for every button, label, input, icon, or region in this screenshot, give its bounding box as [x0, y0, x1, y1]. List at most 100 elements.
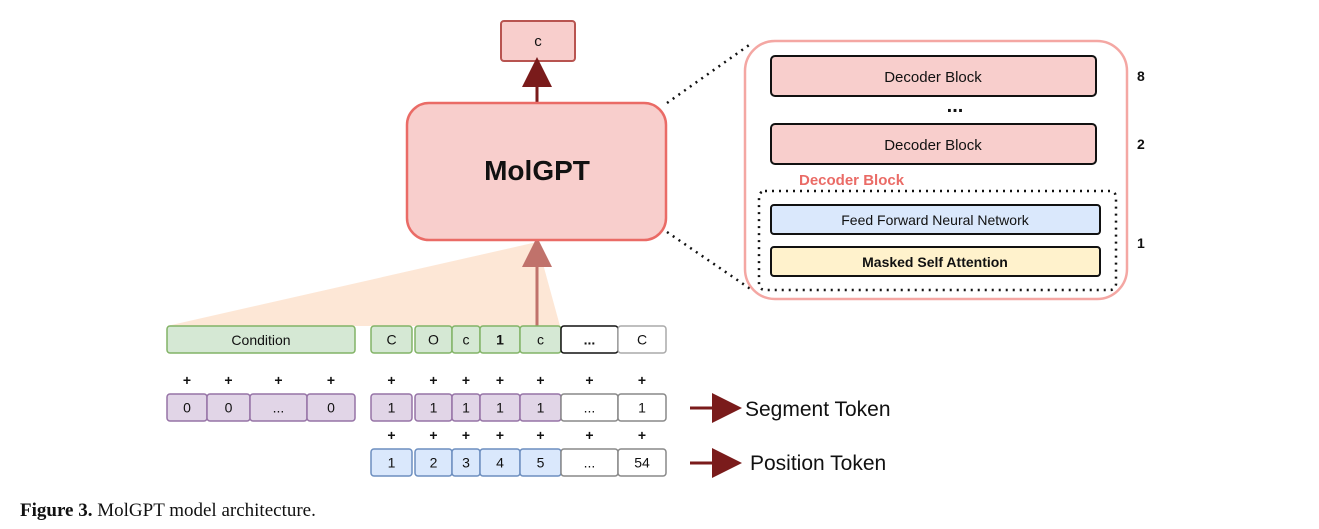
- decoder-block-2: Decoder Block: [770, 123, 1097, 165]
- output-token-label: c: [534, 33, 542, 50]
- position-token-text: 2: [430, 455, 438, 471]
- segment-token-text: 0: [225, 400, 233, 416]
- plus-sign: +: [327, 372, 335, 388]
- caption-label: Figure 3.: [20, 500, 93, 521]
- output-token: c: [500, 20, 576, 62]
- plus-sign: +: [429, 372, 437, 388]
- ffnn-label: Feed Forward Neural Network: [841, 212, 1030, 228]
- position-token-text: 3: [462, 455, 470, 471]
- smiles-token-text: 1: [496, 332, 504, 348]
- smiles-token: O: [414, 325, 453, 354]
- position-token: 5: [519, 448, 562, 477]
- segment-token: 1: [479, 393, 521, 422]
- segment-token: ...: [249, 393, 308, 422]
- segment-token: 0: [166, 393, 208, 422]
- zoom-connector-top: [666, 41, 753, 105]
- position-token-label: Position Token: [750, 452, 886, 475]
- ffnn-layer: Feed Forward Neural Network: [770, 204, 1101, 235]
- plus-sign: +: [387, 372, 395, 388]
- smiles-token-text: c: [537, 332, 544, 348]
- smiles-token: c: [451, 325, 481, 354]
- plus-sign: +: [183, 372, 191, 388]
- segment-token-text: 1: [430, 400, 438, 416]
- plus-sign: +: [224, 372, 232, 388]
- segment-token: 1: [451, 393, 481, 422]
- smiles-token: 1: [479, 325, 521, 354]
- segment-token: 1: [617, 393, 667, 422]
- plus-row: + + + + + + + + + + +: [183, 372, 646, 388]
- molgpt-box: MolGPT: [405, 101, 668, 242]
- smiles-token: C: [617, 325, 667, 354]
- position-token: 54: [617, 448, 667, 477]
- decoder-block-label: Decoder Block: [884, 69, 982, 86]
- segment-token: 1: [519, 393, 562, 422]
- segment-token-text: 1: [496, 400, 504, 416]
- plus-sign: +: [585, 427, 593, 443]
- figure-caption: Figure 3. MolGPT model architecture.: [20, 500, 316, 522]
- segment-token-text: ...: [273, 400, 285, 416]
- condition-label: Condition: [231, 332, 290, 348]
- segment-token-text: 1: [388, 400, 396, 416]
- plus-sign: +: [274, 372, 282, 388]
- segment-token-text: ...: [584, 400, 596, 416]
- decoder-block-index: 2: [1137, 136, 1145, 152]
- position-token-text: ...: [584, 455, 596, 471]
- decoder-block-index: 8: [1137, 68, 1145, 84]
- plus-sign: +: [462, 372, 470, 388]
- smiles-token-text: O: [428, 332, 439, 348]
- decoder-block-1: [757, 189, 1118, 292]
- segment-token: 0: [306, 393, 356, 422]
- plus-sign: +: [496, 372, 504, 388]
- plus-sign: +: [536, 427, 544, 443]
- segment-token-text: 0: [327, 400, 335, 416]
- position-token: 3: [451, 448, 481, 477]
- segment-token: 1: [370, 393, 413, 422]
- caption-text: MolGPT model architecture.: [97, 500, 316, 521]
- zoom-connector-bottom: [666, 230, 753, 292]
- position-token: 2: [414, 448, 453, 477]
- smiles-token-text: c: [463, 332, 470, 348]
- plus-sign: +: [638, 372, 646, 388]
- position-token-text: 4: [496, 455, 504, 471]
- decoder-block-index: 1: [1137, 235, 1145, 251]
- attention-label: Masked Self Attention: [862, 254, 1008, 270]
- position-token: ...: [560, 448, 619, 477]
- position-token: 1: [370, 448, 413, 477]
- decoder-stack-container: [743, 39, 1129, 301]
- plus-sign: +: [462, 427, 470, 443]
- attention-layer: Masked Self Attention: [770, 246, 1101, 277]
- position-token-text: 54: [634, 455, 650, 471]
- position-token: 4: [479, 448, 521, 477]
- smiles-token: ...: [560, 325, 619, 354]
- position-token-text: 5: [537, 455, 545, 471]
- decoder-block-8: Decoder Block: [770, 55, 1097, 97]
- stack-ellipsis: ...: [947, 95, 964, 117]
- plus-sign: +: [585, 372, 593, 388]
- smiles-token-text: ...: [584, 332, 596, 348]
- segment-token-text: 1: [537, 400, 545, 416]
- input-cone: [167, 242, 560, 326]
- decoder-block-label: Decoder Block: [884, 137, 982, 154]
- segment-token-label: Segment Token: [745, 398, 891, 421]
- plus-row: + + + + + + +: [387, 427, 646, 443]
- segment-token: ...: [560, 393, 619, 422]
- plus-sign: +: [536, 372, 544, 388]
- plus-sign: +: [496, 427, 504, 443]
- segment-token: 0: [206, 393, 251, 422]
- condition-token: Condition: [166, 325, 356, 354]
- segment-token-row: 0 0... 0 1 1 1 1 1... 1: [166, 393, 667, 422]
- plus-sign: +: [429, 427, 437, 443]
- inner-block-title: Decoder Block: [799, 172, 905, 189]
- segment-token-text: 1: [462, 400, 470, 416]
- smiles-token: C: [370, 325, 413, 354]
- position-token-row: 1 2 3 4 5... 54: [370, 448, 667, 477]
- segment-token-text: 1: [638, 400, 646, 416]
- smiles-token-text: C: [386, 332, 396, 348]
- plus-sign: +: [638, 427, 646, 443]
- plus-sign: +: [387, 427, 395, 443]
- position-token-text: 1: [388, 455, 396, 471]
- smiles-token: c: [519, 325, 562, 354]
- smiles-token-text: C: [637, 332, 647, 348]
